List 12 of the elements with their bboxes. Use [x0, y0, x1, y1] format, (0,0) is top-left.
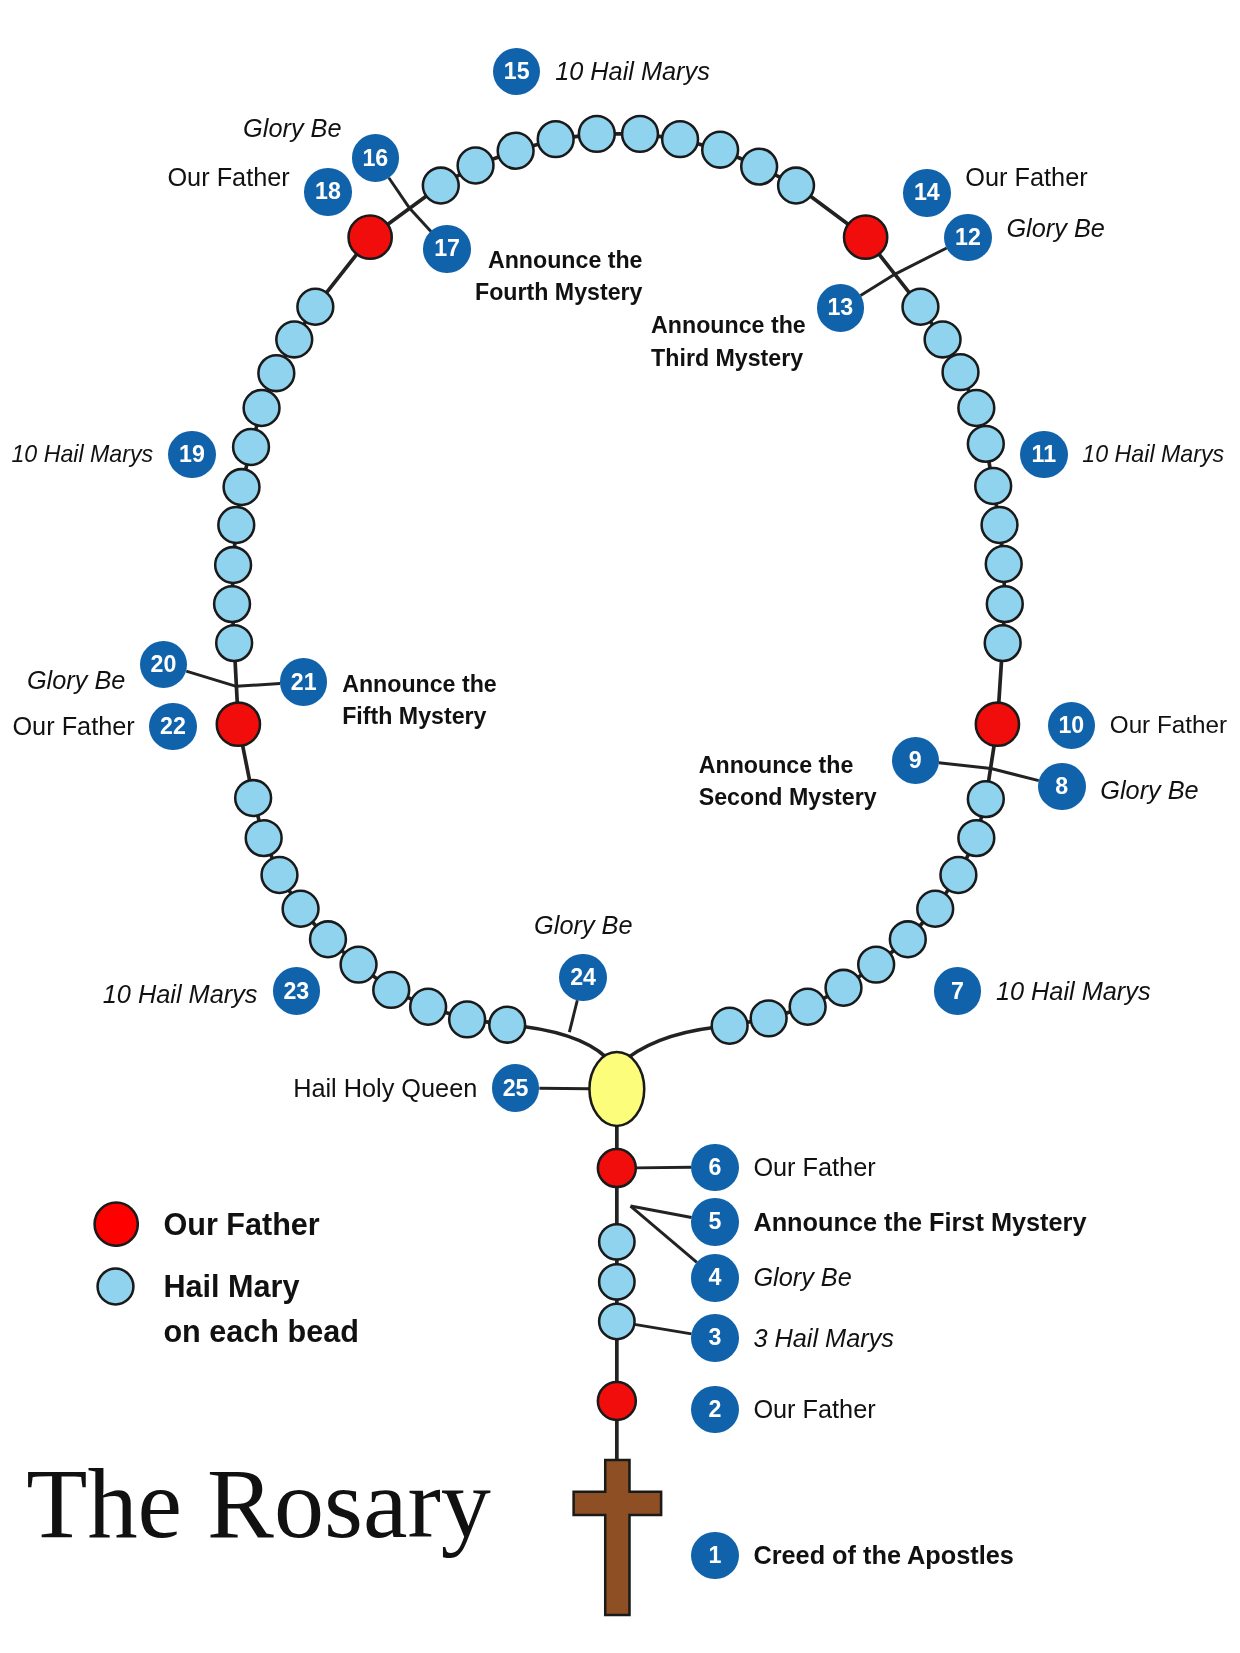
callout-label: Creed of the Apostles — [753, 1539, 1014, 1571]
callout-label: Our Father — [12, 711, 135, 742]
callout-label: 10 Hail Marys — [102, 978, 258, 1010]
callout-label: Glory Be — [1100, 775, 1199, 807]
callout-label: Glory Be — [1006, 213, 1105, 245]
title: The Rosary — [26, 1446, 491, 1561]
callout-label: 10 Hail Marys — [11, 440, 154, 470]
callout-label: 10 Hail Marys — [995, 975, 1151, 1007]
callout-label: Our Father — [1109, 710, 1227, 741]
callout-label: 10 Hail Marys — [1082, 440, 1225, 470]
callout-label: Glory Be — [26, 664, 126, 696]
callout-label: 10 Hail Marys — [555, 56, 710, 88]
